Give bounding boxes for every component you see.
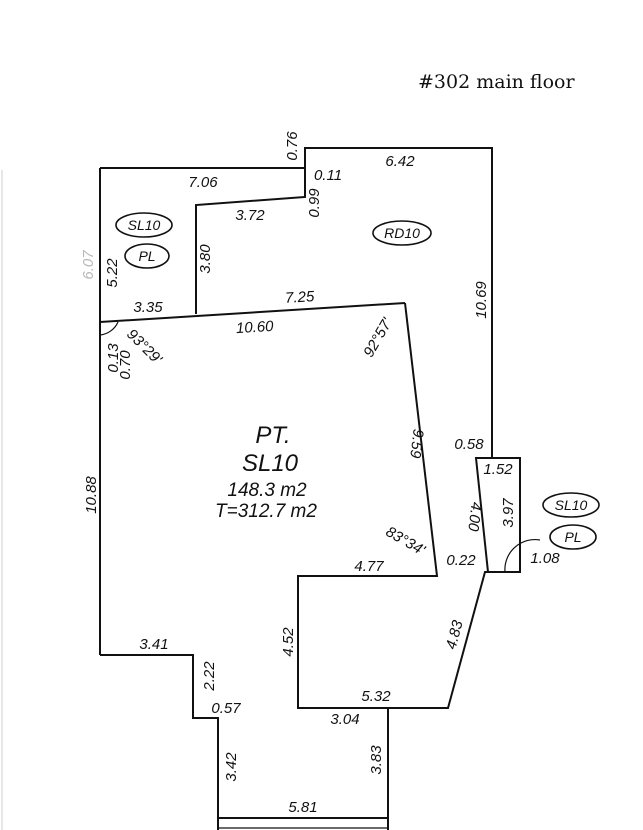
dim-0-57: 0.57	[211, 700, 241, 717]
dim-7-25: 7.25	[285, 288, 316, 307]
dim-0-70: 0.70	[117, 350, 134, 380]
dim-angle-83: 83°34'	[383, 523, 429, 559]
tag-sl10-right: SL10	[555, 497, 588, 513]
angle-arc-1-08	[504, 538, 541, 573]
dim-3-42: 3.42	[223, 752, 240, 782]
dim-0-58: 0.58	[454, 436, 484, 453]
dim-3-35: 3.35	[133, 299, 163, 316]
dim-3-72: 3.72	[235, 207, 265, 224]
tag-sl10-right-oval	[542, 492, 600, 518]
dim-10-60: 10.60	[235, 318, 274, 337]
dim-1-52: 1.52	[483, 461, 513, 478]
page-title: #302 main floor	[418, 71, 575, 93]
dim-0-11: 0.11	[314, 167, 342, 184]
dim-0-99: 0.99	[306, 188, 323, 218]
lower-boundary	[100, 654, 219, 830]
tag-pl-upper-oval	[124, 243, 170, 269]
lot-name-line1: PT.	[255, 422, 290, 449]
dim-0-76: 0.76	[284, 131, 301, 161]
dim-3-83: 3.83	[368, 745, 385, 775]
main-lot-boundary	[297, 302, 521, 709]
tag-pl-right-oval	[549, 524, 597, 550]
tag-rd10: RD10	[384, 225, 420, 241]
tag-sl10-upper: SL10	[128, 217, 161, 233]
dim-6-07: 6.07	[80, 250, 97, 280]
inner-notch-line	[195, 168, 306, 314]
dim-5-32: 5.32	[361, 688, 391, 705]
dim-angle-92: 92°57'	[360, 314, 396, 360]
dim-5-22: 5.22	[104, 258, 121, 288]
dim-4-83: 4.83	[443, 618, 467, 651]
upper-boundary	[100, 147, 493, 458]
dim-4-77: 4.77	[354, 558, 384, 575]
dim-9-59: 9.59	[406, 428, 427, 460]
tag-sl10-upper-oval	[115, 212, 173, 238]
dim-4-52: 4.52	[280, 627, 297, 657]
dim-4-00: 4.00	[464, 501, 485, 533]
tag-rd10-oval	[372, 220, 432, 246]
dim-7-06: 7.06	[188, 174, 218, 191]
dim-3-80: 3.80	[197, 244, 214, 274]
dim-2-22: 2.22	[201, 661, 218, 692]
tag-pl-upper: PL	[138, 248, 155, 264]
angle-arc-93	[99, 321, 119, 336]
dim-6-42: 6.42	[385, 153, 415, 170]
lot-name-line2: SL10	[242, 450, 299, 477]
dim-0-13: 0.13	[105, 343, 122, 373]
lower-right-boundary	[298, 707, 389, 830]
dim-1-08: 1.08	[530, 550, 560, 567]
dim-3-97: 3.97	[500, 498, 517, 528]
dim-5-81: 5.81	[288, 799, 317, 816]
dim-0-22: 0.22	[446, 552, 476, 569]
dim-3-41: 3.41	[139, 636, 168, 653]
dim-3-04: 3.04	[330, 711, 359, 728]
lot-total-area: T=312.7 m2	[215, 501, 317, 522]
lot-area: 148.3 m2	[227, 480, 307, 501]
dim-10-88: 10.88	[83, 476, 100, 514]
dim-10-69: 10.69	[473, 281, 490, 319]
line-7-25	[99, 302, 406, 323]
tag-pl-right: PL	[564, 529, 581, 545]
